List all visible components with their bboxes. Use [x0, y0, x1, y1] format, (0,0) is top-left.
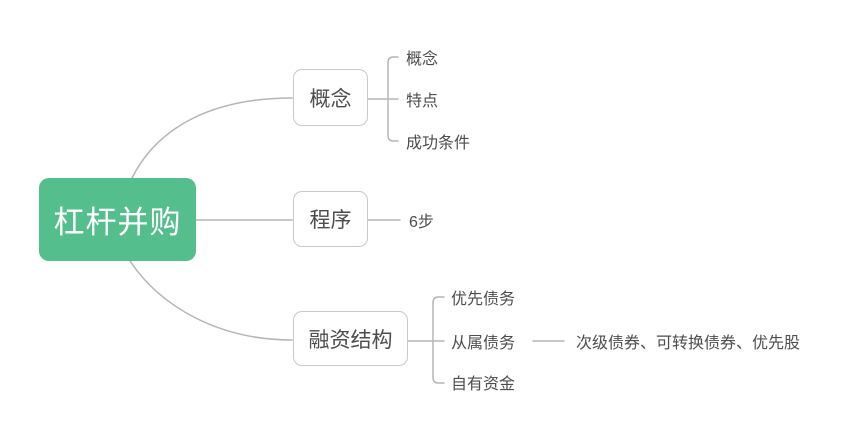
- root-node-label: 杠杆并购: [53, 205, 182, 240]
- leaf-node-6-steps[interactable]: 6步: [409, 214, 434, 231]
- branch-node-procedure[interactable]: 程序: [293, 191, 368, 247]
- leaf-node-subordinated-debt-detail[interactable]: 次级债券、可转换债券、优先股: [576, 335, 801, 352]
- connector-concept-bracket: [387, 56, 399, 142]
- branch-node-label: 融资结构: [308, 328, 393, 352]
- branch-node-financing-structure[interactable]: 融资结构: [293, 311, 408, 366]
- leaf-node-characteristics[interactable]: 特点: [406, 93, 439, 110]
- connector-root-to-financing: [129, 260, 293, 341]
- branch-node-label: 概念: [309, 87, 352, 111]
- branch-node-label: 程序: [309, 209, 352, 232]
- connector-root-to-concept: [131, 97, 293, 179]
- connector-financing-bracket: [432, 296, 445, 384]
- root-node-leveraged-buyout[interactable]: 杠杆并购: [39, 178, 196, 261]
- leaf-node-subordinated-debt[interactable]: 从属债务: [451, 335, 516, 352]
- leaf-node-own-funds[interactable]: 自有资金: [451, 376, 516, 393]
- leaf-node-success-conditions[interactable]: 成功条件: [406, 135, 471, 152]
- leaf-node-senior-debt[interactable]: 优先债务: [451, 291, 516, 308]
- branch-node-concept[interactable]: 概念: [293, 69, 368, 126]
- leaf-node-concept[interactable]: 概念: [406, 51, 439, 68]
